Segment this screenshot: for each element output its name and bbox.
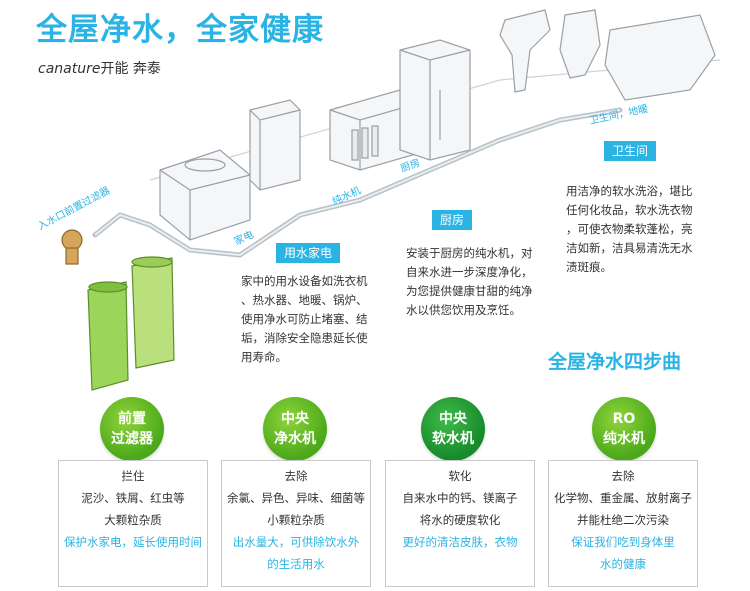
step-box-ro: 去除化学物、重金属、放射离子并能杜绝二次污染保证我们吃到身体里水的健康 bbox=[548, 460, 698, 587]
pre-filter-icon bbox=[61, 229, 83, 265]
brand-name-cn: 开能 奔泰 bbox=[100, 61, 161, 77]
desc-line: 家中的用水设备如洗衣机 bbox=[241, 274, 368, 288]
purifier-tank-icon bbox=[131, 257, 175, 369]
pipe-label-bathroom: 卫生间，地暖 bbox=[588, 102, 649, 127]
step-text: 大颗粒杂质 bbox=[104, 513, 162, 527]
step-text: 并能杜绝二次污染 bbox=[577, 513, 669, 527]
step-benefit: 水的健康 bbox=[600, 557, 646, 571]
step-text: 自来水中的钙、镁离子 bbox=[402, 491, 518, 505]
step-benefit: 出水量大，可供除饮水外 bbox=[232, 535, 360, 549]
desc-line: 垢，消除安全隐患延长使 bbox=[241, 331, 368, 345]
step-text: 去除 bbox=[284, 469, 308, 483]
tag-kitchen: 厨房 bbox=[432, 210, 473, 230]
desc-line: 为您提供健康甘甜的纯净 bbox=[406, 284, 533, 298]
brand: canature开能 奔泰 bbox=[38, 58, 161, 78]
step-circle-line2: 过滤器 bbox=[111, 431, 153, 447]
steps-title: 全屋净水四步曲 bbox=[548, 351, 682, 373]
step-circle-line2: 软水机 bbox=[432, 431, 474, 447]
desc-line: 水以供您饮用及烹饪。 bbox=[406, 303, 521, 317]
desc-line: 用寿命。 bbox=[241, 350, 287, 364]
step-circle-line2: 净水机 bbox=[274, 431, 316, 447]
desc-line: 使用净水可防止堵塞、结 bbox=[241, 312, 368, 326]
step-circle-prefilter: 前置 过滤器 bbox=[100, 397, 164, 461]
tag-appliances: 用水家电 bbox=[276, 243, 341, 263]
step-circle-line2: 纯水机 bbox=[603, 431, 645, 447]
step-box-central-purifier: 去除余氯、异色、异味、细菌等小颗粒杂质出水量大，可供除饮水外的生活用水 bbox=[221, 460, 371, 587]
step-circle-central-softener: 中央 软水机 bbox=[421, 397, 485, 461]
step-circle-line1: 前置 bbox=[118, 411, 146, 427]
tag-bathroom: 卫生间 bbox=[604, 141, 657, 161]
step-benefit: 保证我们吃到身体里 bbox=[571, 535, 675, 549]
step-circle-central-purifier: 中央 净水机 bbox=[263, 397, 327, 461]
step-box-prefilter: 拦住泥沙、铁屑、红虫等大颗粒杂质保护水家电，延长使用时间 bbox=[58, 460, 208, 587]
step-text: 小颗粒杂质 bbox=[267, 513, 325, 527]
softener-tank-icon bbox=[87, 281, 129, 391]
step-text: 软化 bbox=[448, 469, 472, 483]
desc-line: 、热水器、地暖、锅炉、 bbox=[241, 293, 368, 307]
step-circle-line1: 中央 bbox=[439, 411, 467, 427]
step-benefit: 保护水家电，延长使用时间 bbox=[64, 535, 202, 549]
refrigerator-icon bbox=[399, 39, 471, 161]
step-text: 去除 bbox=[611, 469, 635, 483]
ro-filter-icon bbox=[351, 129, 359, 161]
desc-kitchen: 安装于厨房的纯水机，对自来水进一步深度净化， 为您提供健康甘甜的纯净水以供您饮用及… bbox=[406, 244, 546, 320]
desc-line: 用洁净的软水洗浴，堪比 bbox=[566, 184, 693, 198]
step-circle-ro: RO 纯水机 bbox=[592, 397, 656, 461]
water-heater-icon bbox=[249, 99, 301, 191]
desc-line: 自来水进一步深度净化， bbox=[406, 265, 533, 279]
sink-icon bbox=[499, 9, 551, 93]
step-circle-line1: RO bbox=[612, 411, 636, 427]
pipe-label-kitchen: 厨房 bbox=[399, 156, 422, 175]
brand-name-en: canature bbox=[38, 61, 101, 77]
step-circle-line1: 中央 bbox=[281, 411, 309, 427]
bathtub-icon bbox=[604, 14, 716, 101]
desc-bathroom: 用洁净的软水洗浴，堪比任何化妆品，软水洗衣物 ，可使衣物柔软蓬松，亮洁如新，洁具易… bbox=[566, 182, 706, 277]
step-box-central-softener: 软化自来水中的钙、镁离子将水的硬度软化更好的清洁皮肤，衣物 bbox=[385, 460, 535, 587]
step-benefit: 的生活用水 bbox=[267, 557, 325, 571]
toilet-icon bbox=[559, 9, 601, 79]
house-illustration: 入水口前置过滤器 家电 纯水机 厨房 卫生间，地暖 bbox=[35, 9, 721, 391]
step-text: 化学物、重金属、放射离子 bbox=[554, 491, 692, 505]
headline: 全屋净水，全家健康 bbox=[36, 12, 324, 48]
step-text: 余氯、异色、异味、细菌等 bbox=[227, 491, 365, 505]
step-text: 泥沙、铁屑、红虫等 bbox=[81, 491, 185, 505]
step-text: 拦住 bbox=[121, 469, 145, 483]
desc-line: ，可使衣物柔软蓬松，亮 bbox=[566, 222, 693, 236]
desc-line: 洁如新，洁具易清洗无水 bbox=[566, 241, 693, 255]
pipe-label-inlet: 入水口前置过滤器 bbox=[35, 184, 112, 233]
desc-line: 安装于厨房的纯水机，对 bbox=[406, 246, 533, 260]
washing-machine-icon bbox=[159, 149, 251, 241]
step-benefit: 更好的清洁皮肤，衣物 bbox=[402, 535, 518, 549]
desc-line: 渍斑痕。 bbox=[566, 260, 612, 274]
desc-appliances: 家中的用水设备如洗衣机、热水器、地暖、锅炉、使用净水可防止堵塞、结垢，消除安全隐… bbox=[241, 272, 381, 367]
step-text: 将水的硬度软化 bbox=[419, 513, 501, 527]
desc-line: 任何化妆品，软水洗衣物 bbox=[566, 203, 693, 217]
